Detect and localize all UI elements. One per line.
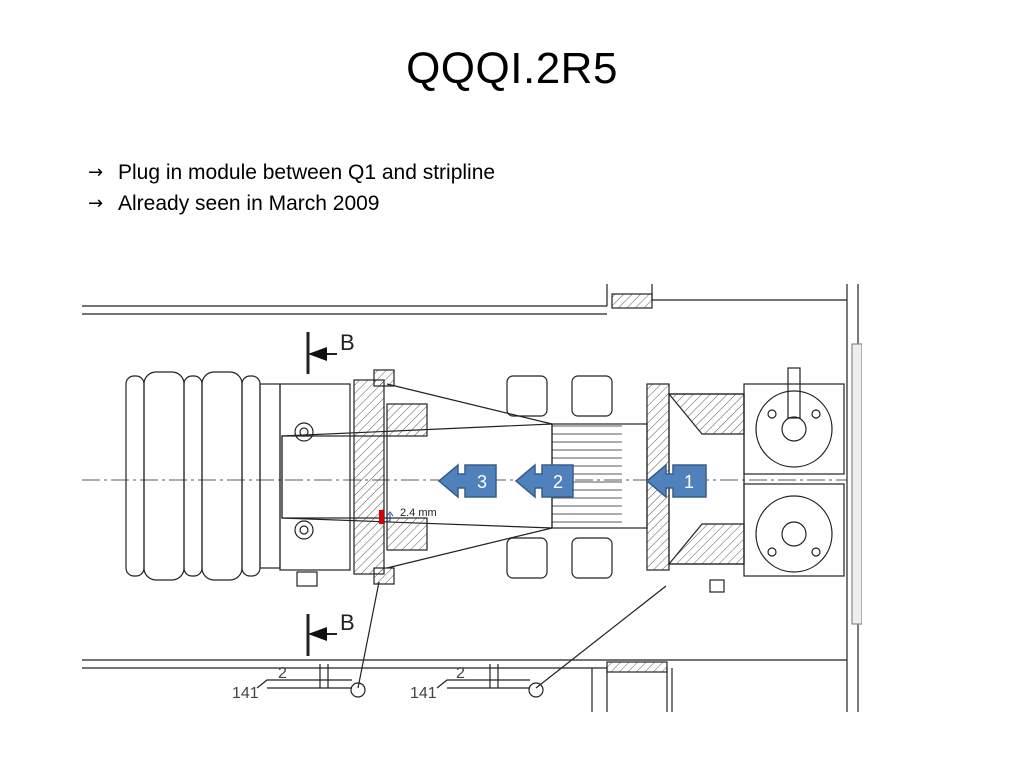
- section-label-bottom: B: [340, 610, 355, 635]
- weld-number-right: 141: [410, 685, 437, 702]
- bullet-text: Plug in module between Q1 and stripline: [118, 161, 496, 184]
- weld-number-left: 141: [232, 685, 259, 702]
- technical-drawing: B B 2.4 mm 141 2 141 2 3 2 1: [82, 284, 862, 712]
- measurement-bar: [379, 510, 384, 524]
- weld-value-right: 2: [456, 665, 465, 682]
- callout-label-1: 1: [684, 472, 694, 492]
- measurement-label: 2.4 mm: [400, 507, 437, 519]
- arrow-right-icon: →: [88, 193, 104, 214]
- callout-marker-2: 2: [514, 463, 574, 499]
- weld-value-left: 2: [278, 665, 287, 682]
- callout-marker-3: 3: [437, 463, 497, 499]
- slide-title: QQQI.2R5: [406, 44, 618, 93]
- section-label-top: B: [340, 330, 355, 355]
- bullet-list: → Plug in module between Q1 and striplin…: [88, 157, 495, 219]
- bullet-text: Already seen in March 2009: [118, 192, 380, 215]
- bullet-item: → Already seen in March 2009: [88, 188, 495, 219]
- callout-label-3: 3: [477, 472, 487, 492]
- callout-label-2: 2: [553, 472, 563, 492]
- bullet-item: → Plug in module between Q1 and striplin…: [88, 157, 495, 188]
- callout-marker-1: 1: [645, 463, 707, 499]
- arrow-right-icon: →: [88, 162, 104, 183]
